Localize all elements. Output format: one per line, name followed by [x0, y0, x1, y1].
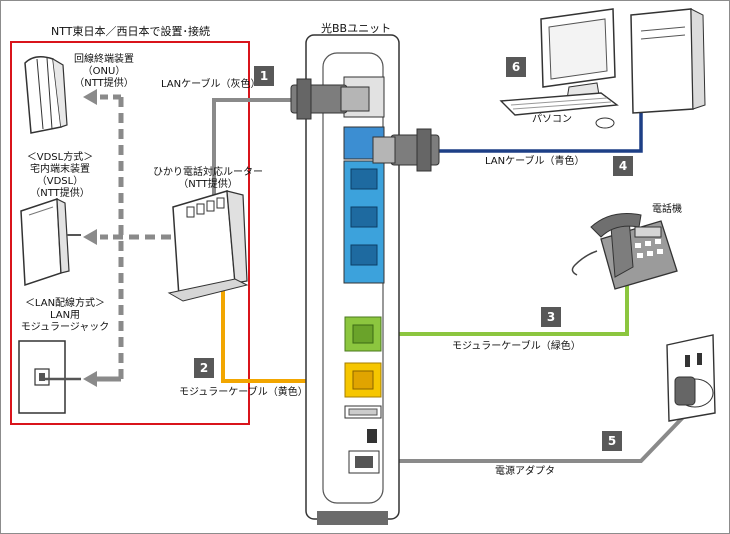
cable-5-label: 電源アダプタ — [495, 466, 555, 477]
vdsl-method: ＜VDSL方式＞ — [26, 152, 94, 163]
vdsl-type: （VDSL） — [36, 176, 84, 187]
cable-4-blue-lan — [439, 111, 643, 153]
cable-5-power — [383, 409, 691, 463]
cable-4-badge: 4 — [613, 156, 633, 176]
router-provider: （NTT提供） — [178, 179, 238, 190]
telephone — [571, 213, 678, 290]
ntt-box-title: NTT東日本／西日本で設置･接続 — [51, 25, 210, 38]
cable-1-badge: 1 — [254, 66, 274, 86]
plug-cable-1 — [290, 78, 370, 120]
wall-jack — [18, 340, 81, 414]
router-label: ひかり電話対応ルーター （NTT提供） — [133, 167, 283, 191]
vdsl-device — [20, 197, 81, 287]
unit-title: 光BBユニット — [321, 22, 392, 35]
ntt-frame — [10, 41, 250, 425]
pc-set — [499, 8, 706, 129]
bb-unit-body — [305, 34, 400, 525]
vdsl-name: 宅内端末装置 — [30, 164, 90, 175]
cable-4-label: LANケーブル（青色） — [485, 156, 585, 167]
cable-5-badge: 5 — [602, 431, 622, 451]
plug-cable-4 — [372, 128, 440, 172]
vdsl-provider: （NTT提供） — [30, 188, 90, 199]
lan-wiring-line1: LAN用 — [49, 310, 81, 321]
cable-2-label: モジュラーケーブル（黄色） — [179, 387, 308, 398]
onu-type: （ONU） — [82, 66, 126, 77]
lan-wiring-line2: モジュラージャック — [20, 322, 110, 333]
onu-provider: （NTT提供） — [74, 78, 134, 89]
cable-3-label: モジュラーケーブル（緑色） — [452, 341, 581, 352]
router-name: ひかり電話対応ルーター — [153, 167, 263, 178]
onu-device — [24, 56, 68, 134]
arrow-jack — [83, 371, 97, 387]
cable-3-green-modular — [383, 285, 629, 336]
pc-badge: 6 — [506, 57, 526, 77]
arrow-onu — [83, 89, 97, 105]
cable-3-badge: 3 — [541, 307, 561, 327]
wall-outlet — [666, 334, 716, 422]
cable-1-gray-lan — [212, 98, 301, 201]
cable-2-yellow-modular — [221, 285, 346, 383]
vdsl-label: ＜VDSL方式＞ 宅内端末装置 （VDSL） （NTT提供） — [5, 152, 115, 200]
cable-1-label: LANケーブル（灰色） — [161, 79, 261, 90]
lan-wiring-label: ＜LAN配線方式＞ LAN用 モジュラージャック — [5, 298, 125, 334]
phone-label: 電話機 — [652, 204, 682, 215]
lan-wiring-method: ＜LAN配線方式＞ — [24, 298, 106, 309]
arrow-vdsl — [83, 229, 97, 245]
pc-label: パソコン — [532, 114, 572, 125]
ntt-router — [167, 190, 249, 302]
onu-name: 回線終端装置 — [74, 54, 134, 65]
onu-label: 回線終端装置 （ONU） （NTT提供） — [63, 54, 145, 90]
cable-2-badge: 2 — [194, 358, 214, 378]
